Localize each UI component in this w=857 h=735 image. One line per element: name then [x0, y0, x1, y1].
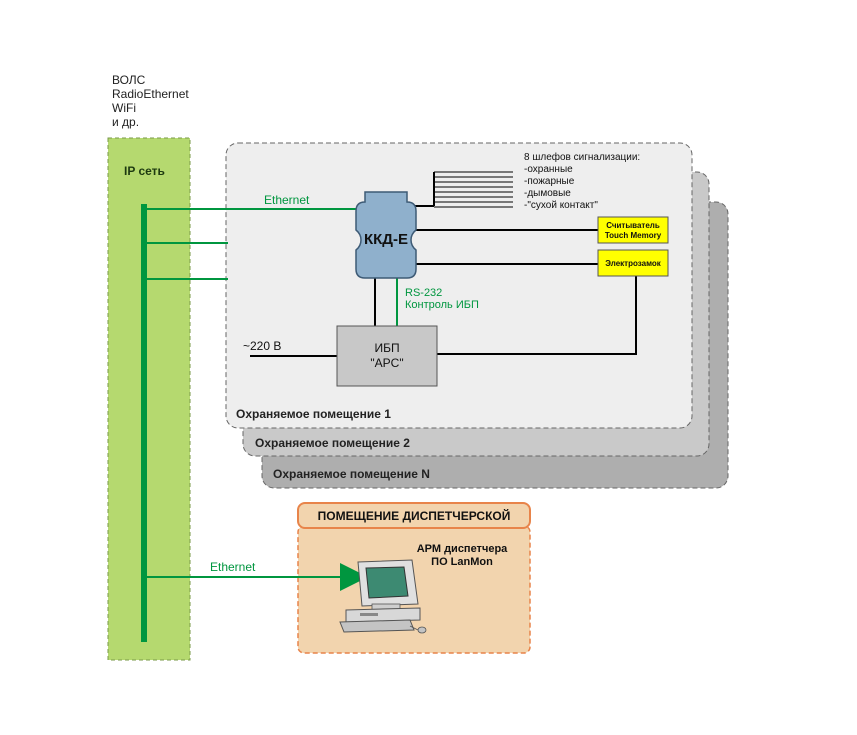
dispatch-room-title: ПОМЕЩЕНИЕ ДИСПЕТЧЕРСКОЙ [318, 508, 511, 523]
alarm-loop-item: -охранные [524, 164, 573, 175]
alarm-loop-item: -пожарные [524, 176, 575, 187]
network-type-1: ВОЛС [112, 73, 146, 87]
ups-label-line2: "APC" [370, 356, 403, 370]
rs232-label: RS-232 [405, 287, 442, 299]
room-1-panel [225, 142, 693, 429]
room-2-label: Охраняемое помещение 2 [255, 436, 410, 450]
network-type-4: и др. [112, 115, 139, 129]
alarm-loops-text: 8 шлефов сигнализации: -охранные -пожарн… [524, 151, 640, 211]
ups-monitor-label: Контроль ИБП [405, 299, 479, 311]
reader-label-line2: Touch Memory [605, 231, 662, 240]
dispatch-room-header [297, 502, 531, 529]
touch-memory-reader [597, 216, 669, 244]
kkd-label: ККД-Е [364, 231, 408, 248]
kkd-device [355, 191, 417, 279]
ethernet-arrow-head [340, 563, 368, 591]
ip-backbone-bus [141, 204, 147, 642]
alarm-loop-item: -дымовые [524, 188, 571, 199]
room-1-label: Охраняемое помещение 1 [236, 407, 391, 421]
computer-icon [339, 559, 427, 634]
alarm-loop-lines [415, 171, 513, 208]
workstation-label-line2: ПО LanMon [431, 556, 493, 568]
network-type-3: WiFi [112, 101, 136, 115]
network-type-2: RadioEthernet [112, 87, 189, 101]
ip-network-label: IP сеть [124, 164, 165, 178]
lock-label: Электрозамок [605, 259, 662, 268]
mains-power-label: ~220 В [243, 339, 281, 353]
electric-lock [597, 249, 669, 277]
ethernet-label-dispatch: Ethernet [210, 560, 256, 574]
ups-label-line1: ИБП [374, 341, 399, 355]
reader-label-line1: Считыватель [606, 221, 660, 230]
workstation-label-line1: АРМ диспетчера [417, 543, 508, 555]
alarm-loops-title: 8 шлефов сигнализации: [524, 151, 640, 163]
ups-unit [336, 325, 438, 387]
ip-network-column [107, 137, 191, 661]
lock-power-line [437, 276, 637, 355]
network-types-label: ВОЛС RadioEthernet WiFi и др. [112, 73, 189, 129]
alarm-loop-item: -"сухой контакт" [524, 200, 598, 211]
ethernet-label-top: Ethernet [264, 193, 310, 207]
room-n-label: Охраняемое помещение N [273, 467, 430, 481]
